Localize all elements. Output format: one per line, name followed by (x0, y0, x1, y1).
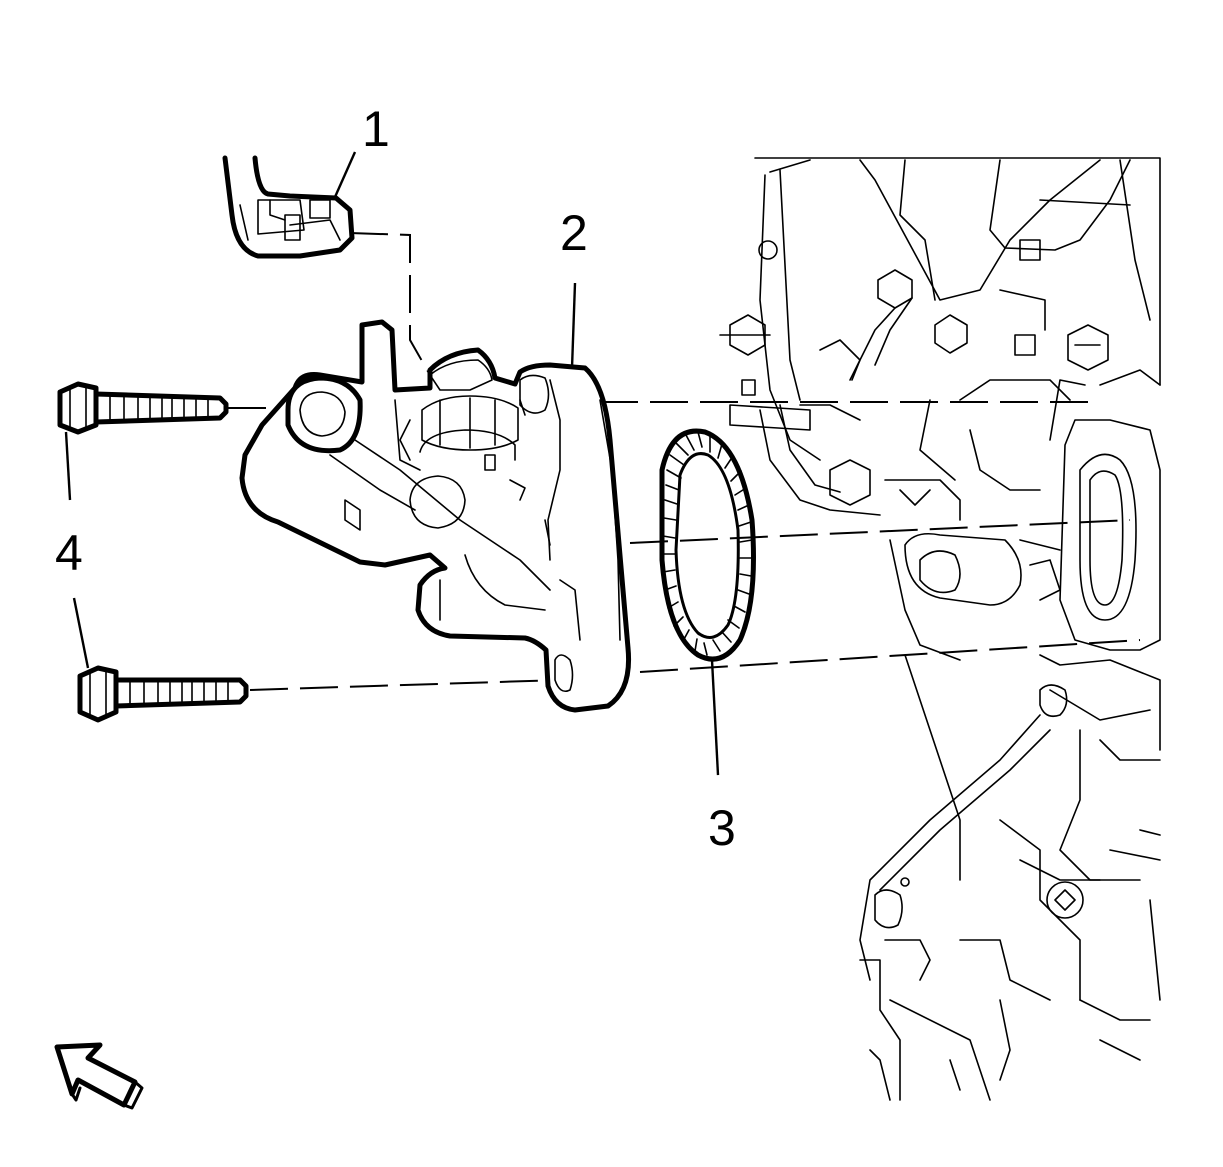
bolt-lower (77, 665, 249, 723)
leader-1 (333, 151, 357, 198)
connector-path (349, 232, 431, 376)
electrical-connector (222, 155, 355, 259)
engine-block (719, 157, 1161, 1101)
center-axis (629, 519, 1131, 544)
callout-2: 2 (560, 205, 588, 261)
thermostat-housing (239, 319, 632, 713)
seal-ring (659, 428, 756, 662)
callout-4: 4 (55, 525, 83, 581)
seal-ring-teeth (662, 431, 753, 656)
callout-labels: 1 2 3 4 (55, 101, 736, 856)
callout-1: 1 (362, 101, 390, 157)
callout-3: 3 (708, 800, 736, 856)
bolt-upper (57, 381, 229, 435)
leader-3 (710, 659, 720, 776)
leader-2 (570, 282, 577, 369)
hollow-arrow-icon (54, 1042, 144, 1110)
lower-bolt-axis (249, 639, 1141, 691)
leader-lines (64, 151, 720, 776)
leader-4-upper (64, 431, 72, 501)
leader-4-lower (72, 597, 90, 669)
